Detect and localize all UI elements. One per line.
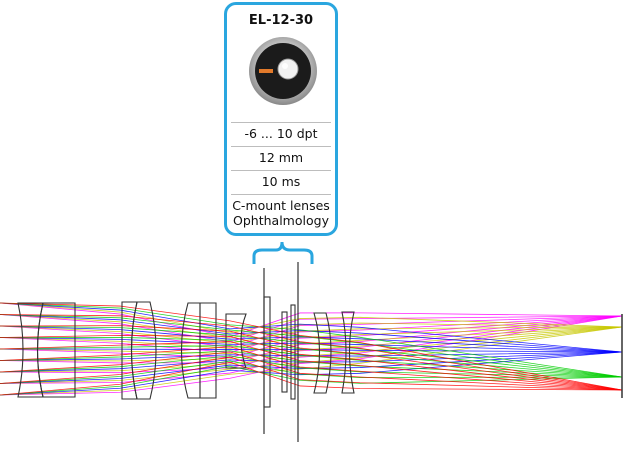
tunable-lens-window bbox=[290, 304, 296, 400]
lens-elements bbox=[17, 262, 623, 442]
spec-range: -6 ... 10 dpt bbox=[244, 126, 318, 141]
ray bbox=[0, 325, 623, 378]
ray bbox=[0, 325, 623, 353]
ray bbox=[0, 351, 623, 391]
ray bbox=[0, 314, 623, 378]
bracket bbox=[252, 241, 314, 264]
ray bbox=[0, 302, 623, 378]
ray bbox=[0, 315, 623, 384]
ray bbox=[0, 325, 623, 344]
ray bbox=[0, 334, 623, 391]
ray bbox=[0, 365, 623, 396]
ray bbox=[0, 315, 623, 364]
ray bbox=[0, 326, 623, 396]
ray bbox=[0, 314, 623, 343]
ray bbox=[0, 326, 623, 354]
ray bbox=[0, 302, 623, 353]
ray bbox=[0, 356, 623, 391]
separator bbox=[231, 170, 331, 171]
ray bbox=[0, 315, 623, 353]
lens-element-8 bbox=[313, 312, 332, 394]
application-2: Ophthalmology bbox=[233, 213, 329, 228]
application-1: C-mount lenses bbox=[232, 198, 330, 213]
separator bbox=[231, 122, 331, 123]
ray bbox=[0, 302, 623, 391]
ray-bundles bbox=[0, 302, 623, 396]
ray bbox=[0, 315, 623, 396]
ray bbox=[0, 336, 623, 378]
ray bbox=[0, 341, 623, 391]
product-card: EL-12-30 -6 ... 10 dpt 12 mm 10 ms C-mou… bbox=[224, 2, 338, 236]
lens-element-5 bbox=[180, 302, 201, 399]
ray bbox=[0, 315, 623, 374]
spec-response: 10 ms bbox=[261, 174, 301, 189]
spec-aperture: 12 mm bbox=[258, 150, 304, 165]
lens-element-9 bbox=[341, 311, 355, 394]
lens-element-4 bbox=[130, 301, 157, 400]
ray bbox=[0, 361, 623, 396]
lens-element-6 bbox=[199, 302, 217, 399]
ray bbox=[0, 325, 623, 391]
ray bbox=[0, 315, 623, 348]
separator bbox=[231, 146, 331, 147]
ray bbox=[0, 314, 623, 339]
ray bbox=[0, 350, 623, 378]
lens-element-2 bbox=[36, 302, 76, 398]
ray bbox=[0, 345, 623, 378]
separator bbox=[231, 194, 331, 195]
ray bbox=[0, 326, 623, 384]
ray bbox=[0, 326, 623, 349]
ray bbox=[0, 314, 623, 391]
ray bbox=[0, 314, 623, 353]
product-title: EL-12-30 bbox=[248, 13, 314, 28]
ray bbox=[0, 346, 623, 391]
ray bbox=[0, 315, 623, 358]
ray bbox=[0, 302, 623, 334]
ray bbox=[0, 337, 623, 353]
ray bbox=[0, 360, 623, 384]
ray bbox=[0, 302, 623, 338]
ray bbox=[0, 326, 623, 373]
ray bbox=[0, 355, 623, 378]
lens-photo bbox=[249, 37, 317, 105]
ray bbox=[0, 326, 623, 362]
lens-element-7 bbox=[225, 313, 247, 369]
tunable-lens-membrane bbox=[281, 311, 288, 393]
